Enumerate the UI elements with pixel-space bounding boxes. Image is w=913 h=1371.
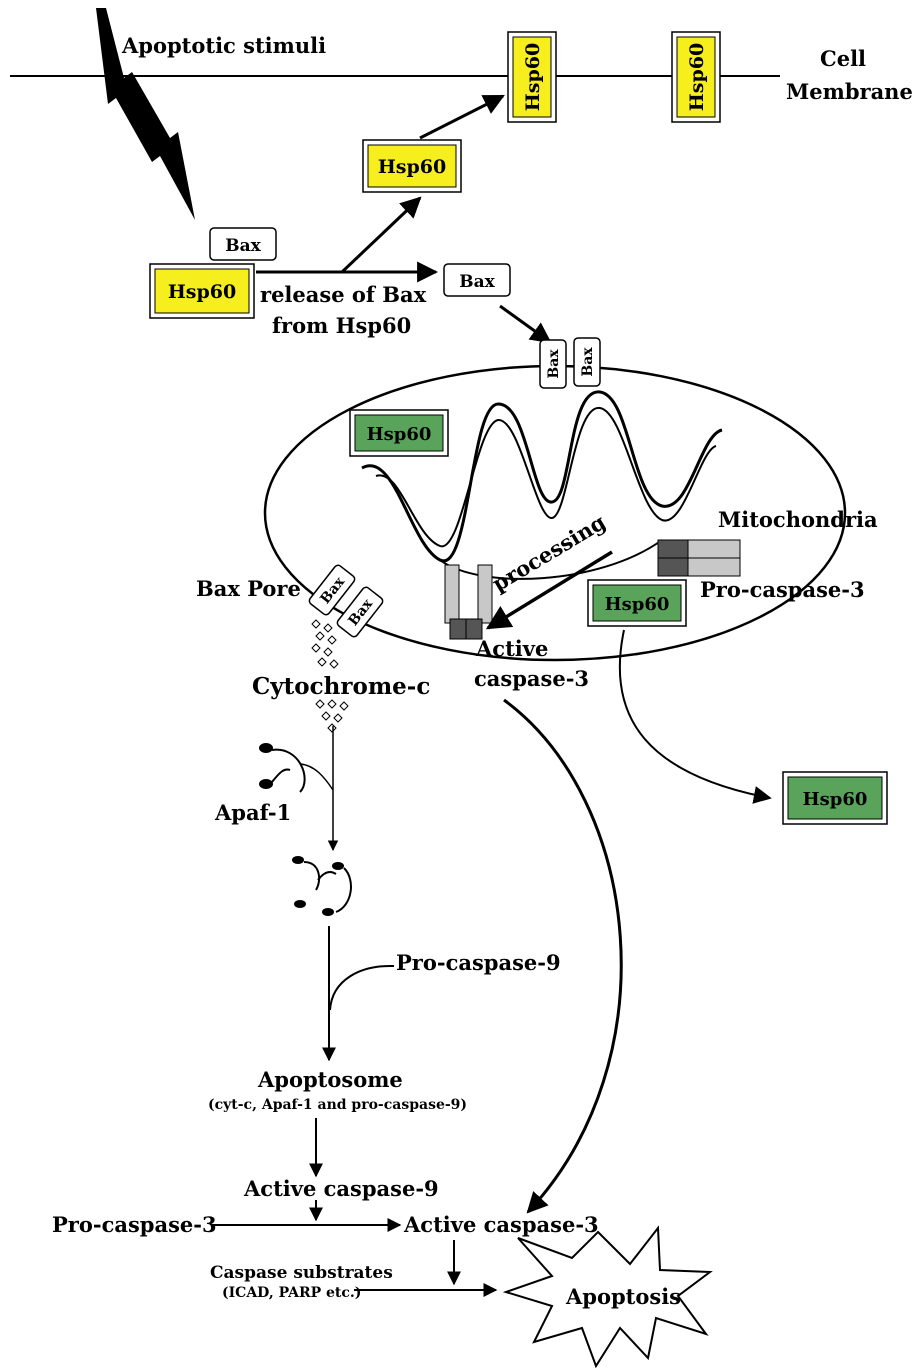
active-caspase3-icon [445, 565, 492, 639]
bax-box-membrane-1: Bax [540, 340, 566, 388]
svg-text:Bax: Bax [546, 349, 562, 379]
apoptosis-label: Apoptosis [565, 1284, 681, 1309]
arrow-bax-to-mito [500, 306, 550, 342]
svg-text:Hsp60: Hsp60 [522, 43, 544, 111]
release-label-line2: from Hsp60 [272, 313, 411, 338]
svg-text:Bax: Bax [580, 347, 596, 377]
caspase-substrates-label: Caspase substrates [210, 1263, 393, 1283]
pro-caspase3-mito-label: Pro-caspase-3 [700, 577, 865, 602]
hsp60-membrane-box-1: Hsp60 [508, 32, 556, 122]
svg-text:Hsp60: Hsp60 [367, 424, 432, 445]
pro-caspase3-bottom-label: Pro-caspase-3 [52, 1212, 217, 1237]
bax-pore-label: Bax Pore [196, 576, 301, 601]
hsp60-membrane-box-2: Hsp60 [672, 32, 720, 122]
apoptosome-label: Apoptosome [257, 1067, 403, 1092]
svg-text:Hsp60: Hsp60 [168, 281, 236, 303]
active-caspase3-mito-label-2: caspase-3 [474, 666, 589, 691]
pro-caspase3-blocks [658, 540, 740, 576]
bax-box-complex: Bax [210, 228, 276, 260]
apaf1-complex-icon [292, 856, 351, 916]
active-caspase3-mito-label-1: Active [475, 636, 548, 661]
svg-text:Hsp60: Hsp60 [686, 43, 708, 111]
pro-caspase9-connector [330, 966, 394, 1010]
arrow-hsp60-to-membrane [420, 96, 503, 138]
pro-caspase9-label: Pro-caspase-9 [396, 950, 561, 975]
arrow-hsp60-release [620, 630, 770, 798]
active-caspase9-label: Active caspase-9 [243, 1176, 439, 1201]
svg-text:Hsp60: Hsp60 [378, 156, 446, 178]
apaf1-label: Apaf-1 [214, 800, 291, 825]
mitochondria-label: Mitochondria [718, 507, 878, 532]
svg-text:Bax: Bax [459, 272, 495, 292]
cytochrome-c-label: Cytochrome-c [252, 673, 430, 700]
svg-text:Hsp60: Hsp60 [605, 594, 670, 615]
hsp60-released-box: Hsp60 [783, 772, 887, 824]
hsp60-mito-box-lower: Hsp60 [588, 580, 686, 626]
bax-box-free: Bax [444, 264, 510, 296]
active-caspase3-bottom-label: Active caspase-3 [403, 1212, 599, 1237]
apoptosome-sub-label: (cyt-c, Apaf-1 and pro-caspase-9) [208, 1097, 467, 1113]
apaf1-icon [259, 743, 333, 792]
arrow-release-hsp60 [342, 198, 420, 272]
svg-text:Bax: Bax [225, 236, 261, 256]
hsp60-complex-box: Hsp60 [150, 264, 254, 318]
hsp60-migrating-box: Hsp60 [363, 140, 461, 192]
caspase-substrates-sub-label: (ICAD, PARP etc.) [222, 1285, 361, 1301]
membrane-label: Membrane [786, 79, 913, 104]
bax-box-membrane-2: Bax [574, 338, 600, 386]
cell-label: Cell [820, 46, 866, 71]
hsp60-mito-box-inner: Hsp60 [350, 410, 448, 456]
release-label-line1: release of Bax [260, 282, 427, 307]
svg-text:Hsp60: Hsp60 [803, 789, 868, 810]
apoptotic-stimuli-label: Apoptotic stimuli [121, 33, 326, 58]
